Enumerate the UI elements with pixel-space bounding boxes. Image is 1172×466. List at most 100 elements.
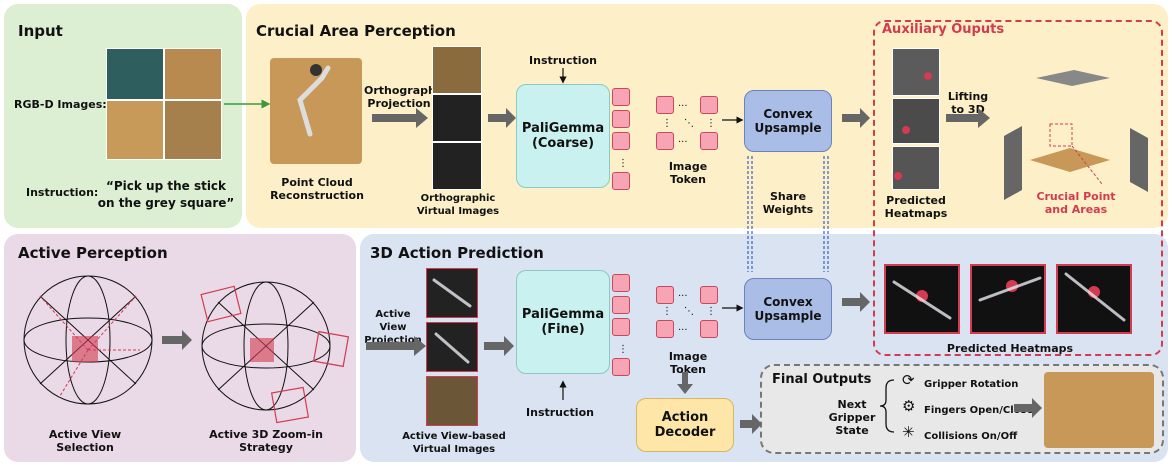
heatmap-stick: [978, 276, 1042, 302]
predicted-heatmap-3: [892, 146, 940, 190]
arrow-to-aux: [842, 108, 870, 128]
token-dots: ⋮: [662, 306, 672, 317]
lifting-label: Lifting to 3D: [947, 90, 989, 116]
image-token: [656, 320, 674, 338]
rgbd-image-4: [164, 100, 222, 160]
image-token: [700, 132, 718, 150]
next-gripper-state-label: Next Gripper State: [828, 398, 876, 437]
active-view-image-3: [426, 376, 478, 426]
auxiliary-outputs-title: Auxiliary Ouputs: [882, 22, 1005, 37]
ortho-image-top: [432, 46, 482, 94]
output-token: [612, 172, 630, 190]
predicted-heatmap-2: [892, 98, 940, 144]
view-stick: [434, 332, 470, 364]
image-token: [700, 286, 718, 304]
paligemma-fine-box: PaliGemma (Fine): [516, 270, 610, 374]
view-stick: [432, 278, 472, 308]
paligemma-coarse-sub: (Coarse): [531, 136, 595, 151]
bottom-heatmaps-label: Predicted Heatmaps: [946, 342, 1074, 355]
output-token: [612, 274, 630, 292]
image-token-label: Image Token: [668, 160, 708, 186]
heatmap-point: [902, 126, 910, 134]
image-token: [656, 132, 674, 150]
convex-upsample-top-box: Convex Upsample: [744, 90, 832, 152]
convex-upsample-top-label: Convex Upsample: [754, 107, 822, 135]
convex-upsample-bottom-label: Convex Upsample: [754, 295, 822, 323]
image-token: [700, 96, 718, 114]
auxiliary-outputs-panel: [873, 20, 1163, 356]
paligemma-fine-label: PaliGemma: [521, 307, 605, 322]
token-dots: ⋱: [684, 306, 694, 317]
share-weights-label: Share Weights: [762, 190, 814, 216]
collision-icon: ✳: [902, 423, 915, 441]
output-token: [612, 318, 630, 336]
action-decoder-box: Action Decoder: [636, 398, 734, 452]
robot-camera-icon: [310, 64, 322, 76]
token-dots: ···: [678, 101, 688, 112]
active-perception-title: Active Perception: [18, 244, 168, 262]
ortho-image-front: [432, 142, 482, 190]
token-dots: ⋮: [706, 306, 716, 317]
active-view-projection-label: Active View Projection: [364, 309, 422, 346]
input-title: Input: [18, 22, 63, 40]
output-token: [612, 358, 630, 376]
heatmap-point: [924, 72, 932, 80]
arrow-to-paligemma-coarse: [488, 108, 516, 128]
share-weights-connector: [747, 156, 829, 272]
token-dots: ⋮: [662, 118, 672, 129]
paligemma-coarse-label: PaliGemma: [521, 121, 605, 136]
action-decoder-label: Action Decoder: [654, 410, 716, 440]
token-dots: ⋮: [618, 344, 628, 355]
rgbd-image-3: [106, 100, 164, 160]
arrow-ortho-projection: [372, 108, 428, 128]
image-token-bottom-label: Image Token: [668, 350, 708, 376]
paligemma-fine-sub: (Fine): [541, 322, 585, 337]
arrow-token-to-decoder: [677, 372, 693, 394]
final-robot-scene: [1044, 372, 1154, 448]
gears-icon: ⚙: [902, 397, 916, 415]
arrow-lifting: [946, 108, 990, 128]
final-item-rotation: Gripper Rotation: [924, 379, 1019, 390]
lifted-3d-scene: [1004, 70, 1148, 200]
output-token: [612, 296, 630, 314]
ortho-projection-label: Orthographic Projection: [364, 84, 447, 110]
arrow-active-view-projection: [366, 336, 426, 356]
zoom-strategy-label: Active 3D Zoom-in Strategy: [209, 428, 323, 454]
image-token: [656, 96, 674, 114]
convex-upsample-bottom-box: Convex Upsample: [744, 278, 832, 340]
paligemma-coarse-box: PaliGemma (Coarse): [516, 84, 610, 188]
active-view-images-label: Active View-based Virtual Images: [402, 431, 506, 455]
zoom-view-frames: [200, 285, 350, 424]
heatmap-stick: [892, 280, 952, 320]
arrow-to-robot: [1014, 398, 1042, 418]
heatmap-point: [894, 172, 902, 180]
ortho-image-side: [432, 94, 482, 142]
token-dots: ⋮: [618, 158, 628, 169]
image-token: [656, 286, 674, 304]
arrow-to-bottom-heatmaps: [842, 292, 870, 312]
token-dots: ⋮: [706, 118, 716, 129]
instruction-bottom-label: Instruction: [526, 406, 594, 419]
arrow-to-paligemma-fine: [484, 336, 514, 356]
instruction-label: Instruction:: [26, 186, 99, 199]
final-brace: [879, 379, 895, 433]
final-outputs-title: Final Outputs: [772, 372, 872, 387]
heatmap-stick: [1064, 272, 1126, 322]
predicted-heatmap-1: [892, 48, 940, 96]
image-token: [700, 320, 718, 338]
action-prediction-title: 3D Action Prediction: [370, 244, 544, 262]
output-token: [612, 110, 630, 128]
token-dots: ···: [678, 137, 688, 148]
rgbd-image-1: [106, 48, 164, 100]
arrow-to-final: [740, 414, 762, 434]
ortho-images-label: Orthographic Virtual Images: [416, 193, 500, 217]
crucial-point-label: Crucial Point and Areas: [1036, 190, 1116, 216]
rgbd-image-2: [164, 48, 222, 100]
output-token: [612, 132, 630, 150]
zoom-area-marker: [250, 338, 274, 362]
token-dots: ···: [678, 291, 688, 302]
point-cloud-label: Point Cloud Reconstruction: [270, 176, 364, 202]
final-item-collisions: Collisions On/Off: [924, 431, 1018, 442]
